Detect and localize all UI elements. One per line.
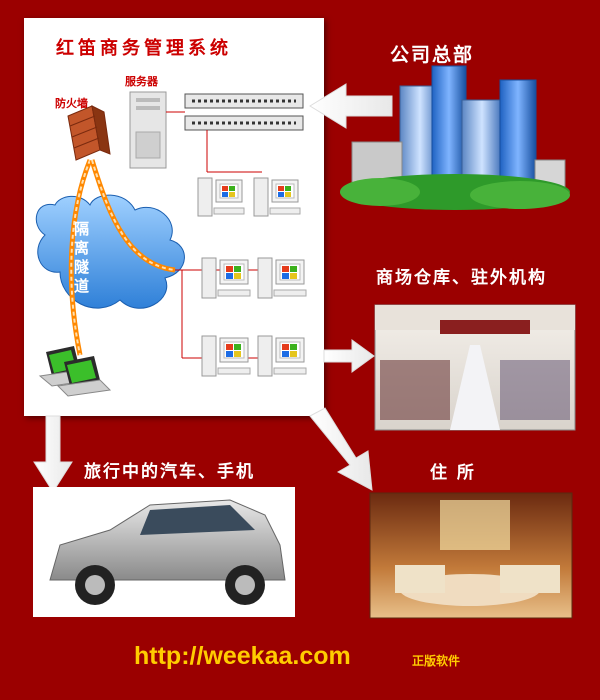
website-link[interactable]: http://weekaa.com	[134, 642, 351, 670]
laptop-icon	[38, 346, 112, 397]
arrow-icon	[33, 83, 393, 493]
tunnel-lines	[68, 159, 176, 356]
genuine-software-tag: 正版软件	[412, 654, 461, 668]
switch-icon	[184, 93, 304, 131]
computer-icons	[197, 177, 307, 377]
stores-heading: 商场仓库、驻外机构	[376, 268, 547, 288]
headquarters-heading: 公司总部	[390, 44, 475, 66]
car-photo	[33, 487, 295, 617]
building-icon	[340, 65, 570, 210]
tunnel-label: 隔离隧道	[74, 220, 90, 295]
server-icon	[129, 91, 167, 169]
network-lines	[166, 111, 262, 359]
residence-heading: 住 所	[430, 463, 476, 483]
firewall-label: 防火墙	[55, 97, 88, 110]
server-label: 服务器	[125, 75, 158, 88]
residence-photo	[369, 492, 573, 619]
system-title: 红笛商务管理系统	[56, 38, 232, 59]
firewall-icon	[67, 105, 111, 161]
mobile-heading: 旅行中的汽车、手机	[84, 462, 255, 482]
mall-photo	[374, 304, 576, 431]
